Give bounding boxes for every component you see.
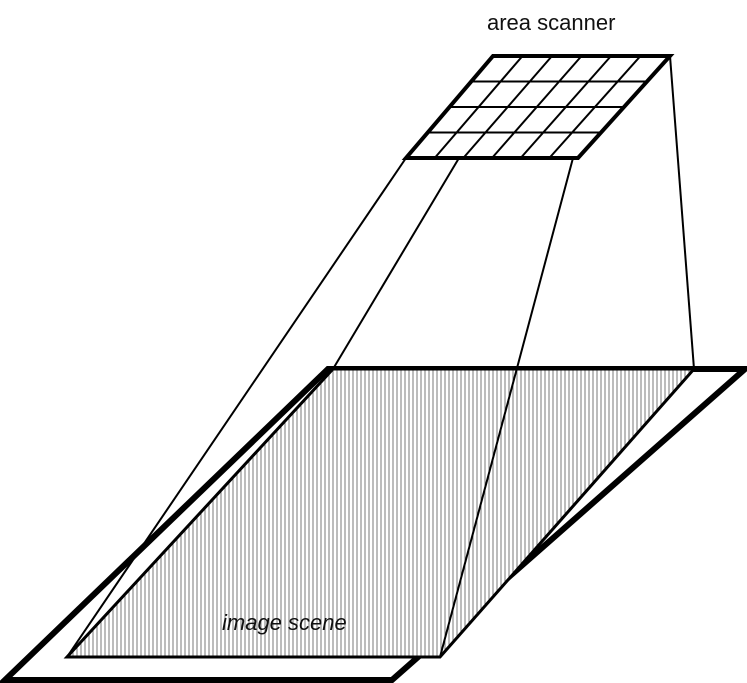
scanner-grid-column-line xyxy=(548,55,642,159)
scanner-grid-column-line xyxy=(519,55,612,159)
scanner-grid-column-line xyxy=(491,55,583,159)
area-scanner-sensor xyxy=(401,54,675,160)
projection-line-center-right xyxy=(439,157,574,658)
scanner-grid-column-line xyxy=(462,55,553,159)
projection-line-left xyxy=(66,157,407,658)
projection-line-center-left xyxy=(332,157,460,370)
image-scene-region xyxy=(63,367,698,659)
projection-line-right xyxy=(669,55,695,370)
projection-lines xyxy=(66,55,695,658)
scanner-label: area scanner xyxy=(487,10,615,35)
scene-label: image scene xyxy=(222,610,347,635)
scanner-grid-lines xyxy=(427,55,647,159)
scanner-grid-column-line xyxy=(433,55,524,159)
